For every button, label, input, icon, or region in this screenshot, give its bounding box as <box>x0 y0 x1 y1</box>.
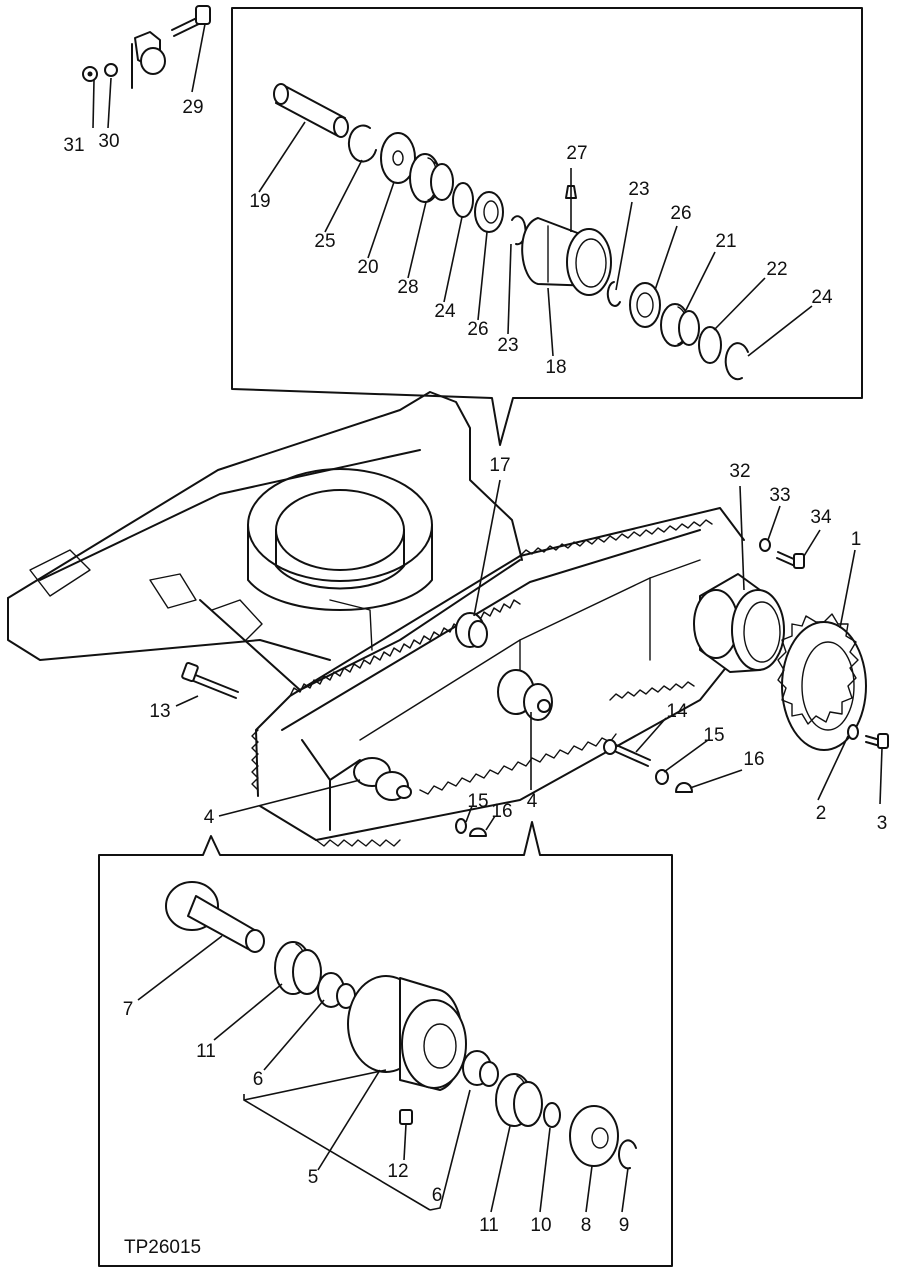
lower-detail-frame <box>98 821 673 1267</box>
callout-34: 34 <box>810 507 832 528</box>
callout-33: 33 <box>769 485 790 506</box>
callout-7: 7 <box>123 999 134 1020</box>
callout-14: 14 <box>666 701 688 722</box>
callout-5: 5 <box>308 1167 319 1188</box>
bushing-6b <box>462 1050 499 1087</box>
snap-ring-25 <box>347 124 377 163</box>
upper-detail-frame <box>231 7 863 446</box>
callout-28: 28 <box>397 277 418 298</box>
upper-roller-17 <box>455 612 488 648</box>
callout-26b: 26 <box>670 203 691 224</box>
track-roller-b <box>497 669 553 721</box>
leader-lines <box>92 23 883 1213</box>
callout-32: 32 <box>729 461 750 482</box>
callout-29: 29 <box>182 97 203 118</box>
callout-20: 20 <box>357 257 378 278</box>
idler-parts <box>273 83 749 381</box>
plug-12 <box>399 1109 413 1125</box>
callout-6a: 6 <box>253 1069 264 1090</box>
callout-2: 2 <box>816 803 827 824</box>
bracket-assembly <box>82 5 211 89</box>
callout-18: 18 <box>545 357 566 378</box>
track-roller-a <box>353 757 412 801</box>
callout-8: 8 <box>581 1215 592 1236</box>
shaft-7 <box>165 881 265 953</box>
snap-ring-23a <box>511 215 527 246</box>
callout-23b: 23 <box>628 179 649 200</box>
callout-13: 13 <box>149 701 170 722</box>
figure-id: TP26015 <box>124 1237 201 1258</box>
callout-24a: 24 <box>434 301 456 322</box>
callout-12: 12 <box>387 1161 408 1182</box>
callout-15b: 15 <box>467 791 488 812</box>
callout-22: 22 <box>766 259 787 280</box>
shaft-19 <box>273 83 349 138</box>
callout-31: 31 <box>63 135 84 156</box>
fasteners <box>181 538 889 837</box>
final-drive-32 <box>693 573 785 673</box>
bushing-6a <box>317 972 356 1009</box>
callout-4a: 4 <box>204 807 215 828</box>
collar-8 <box>569 1105 619 1167</box>
callout-6b: 6 <box>432 1185 443 1206</box>
callout-24b: 24 <box>811 287 833 308</box>
callout-19: 19 <box>249 191 270 212</box>
seal-28 <box>409 153 454 203</box>
callout-26a: 26 <box>467 319 488 340</box>
callout-17: 17 <box>489 455 510 476</box>
bearing-26a <box>474 191 504 233</box>
callout-9: 9 <box>619 1215 630 1236</box>
callout-15a: 15 <box>703 725 724 746</box>
roller-5 <box>347 975 467 1091</box>
callout-16b: 16 <box>491 801 512 822</box>
seal-11b <box>495 1073 543 1127</box>
seal-21 <box>660 303 700 347</box>
callout-labels: 29 30 31 19 25 20 28 24 26 23 18 27 23 2… <box>63 97 887 1236</box>
callout-1: 1 <box>851 529 862 550</box>
callout-30: 30 <box>98 131 119 152</box>
callout-21: 21 <box>715 231 736 252</box>
callout-27: 27 <box>566 143 587 164</box>
callout-3: 3 <box>877 813 888 834</box>
bearing-26b <box>629 282 661 328</box>
hub-18 <box>521 217 612 296</box>
snap-ring-23b <box>606 281 621 307</box>
callout-10: 10 <box>530 1215 551 1236</box>
snap-ring-24b <box>724 342 749 381</box>
snap-ring-9 <box>618 1139 637 1170</box>
callout-16a: 16 <box>743 749 764 770</box>
o-ring-22 <box>698 326 722 364</box>
callout-23a: 23 <box>497 335 518 356</box>
seal-11a <box>274 941 322 995</box>
callout-11a: 11 <box>196 1041 216 1062</box>
track-frame <box>7 391 867 847</box>
callout-4b: 4 <box>527 791 538 812</box>
callout-25: 25 <box>314 231 335 252</box>
o-ring-10 <box>543 1102 561 1128</box>
washer-20 <box>380 132 416 184</box>
sprocket-1 <box>777 613 867 751</box>
track-roller-parts <box>165 881 637 1170</box>
callout-11b: 11 <box>479 1215 499 1236</box>
ring-24a <box>452 182 474 218</box>
